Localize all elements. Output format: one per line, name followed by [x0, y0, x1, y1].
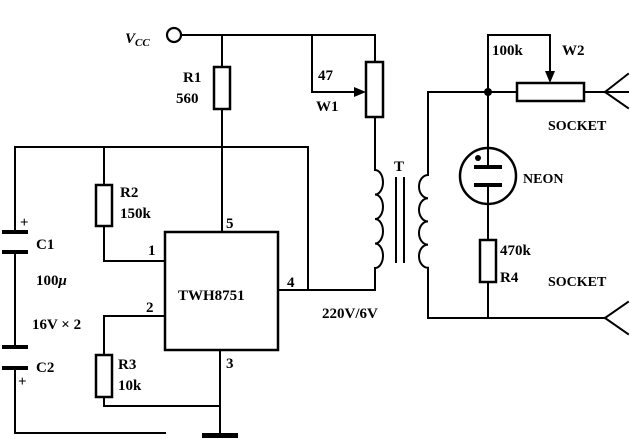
capacitor-c2: C2 +	[2, 345, 54, 390]
ic-pin-2: 2	[146, 300, 154, 316]
ic-twh8751: TWH8751 1 2 3 4 5	[146, 216, 295, 372]
capacitor-c1: + C1 100μ	[2, 215, 67, 289]
socket-label-top: SOCKET	[548, 119, 607, 134]
r1-ref: R1	[183, 70, 201, 86]
vcc-label: VCC	[125, 31, 150, 49]
vcc-terminal: VCC	[125, 26, 183, 49]
ic-pin-1: 1	[148, 243, 156, 259]
c2-plus: +	[18, 374, 27, 390]
ic-name: TWH8751	[178, 288, 245, 304]
c1-ref: C1	[36, 237, 54, 253]
resistor-r3: R3 10k	[94, 353, 142, 399]
resistor-r1: R1 560	[176, 65, 232, 111]
neon-lamp: NEON	[458, 146, 563, 206]
ic-pin-4: 4	[287, 275, 295, 291]
socket-label-bottom: SOCKET	[548, 275, 607, 290]
r2-ref: R2	[120, 185, 138, 201]
r3-value: 10k	[118, 378, 142, 394]
potentiometer-w1: 47 W1	[311, 60, 385, 119]
potentiometer-w2: 100k W2	[492, 43, 586, 103]
capacitor-rating: 16V × 2	[32, 317, 81, 333]
w2-ref: W2	[562, 43, 585, 59]
w1-value: 47	[318, 68, 334, 84]
transformer-rating: 220V/6V	[322, 306, 378, 322]
ic-pin-5: 5	[226, 216, 234, 232]
ground-symbol	[202, 433, 238, 438]
wires	[14, 34, 630, 434]
junction-dots	[484, 88, 492, 96]
c2-ref: C2	[36, 360, 54, 376]
neon-label: NEON	[523, 172, 563, 187]
w2-value: 100k	[492, 43, 524, 59]
r4-ref: R4	[500, 270, 519, 286]
w1-ref: W1	[316, 99, 339, 115]
r1-value: 560	[176, 91, 199, 107]
resistor-r2: R2 150k	[94, 183, 152, 228]
transformer-ref: T	[394, 159, 404, 175]
r2-value: 150k	[120, 206, 152, 222]
c1-value: 100μ	[36, 273, 67, 289]
ic-pin-3: 3	[226, 356, 234, 372]
resistor-r4: 470k R4	[478, 238, 532, 286]
transformer-t: T 220V/6V	[322, 159, 430, 322]
r3-ref: R3	[118, 357, 136, 373]
c1-plus: +	[20, 215, 29, 231]
r4-value: 470k	[500, 243, 532, 259]
